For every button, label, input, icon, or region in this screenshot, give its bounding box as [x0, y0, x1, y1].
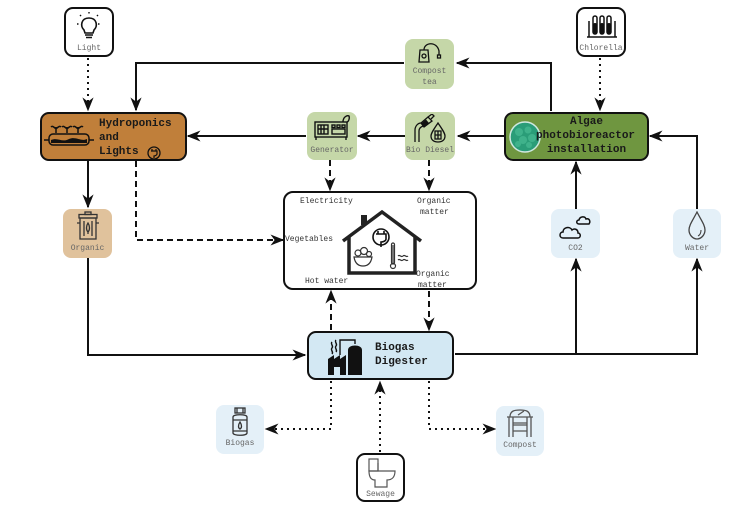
hydroponics-node[interactable]: Hydroponics and Lights — [40, 112, 187, 161]
sewage-node[interactable]: Sewage — [356, 453, 405, 502]
organic-matter-out-label-2: matter — [418, 281, 447, 290]
biogas-digester-title-1: Biogas — [375, 342, 415, 354]
edge-digester-water — [576, 257, 703, 355]
edge-digester-compost — [428, 381, 497, 435]
household-node[interactable]: Electricity Organic matter Vegetables Ho… — [283, 191, 477, 290]
algae-title-1: Algae — [569, 116, 603, 128]
algae-node[interactable]: Algae photobioreactor installation — [504, 112, 649, 161]
clouds-icon — [559, 216, 591, 239]
compost-node[interactable]: Compost — [496, 406, 544, 456]
light-node[interactable]: Light — [64, 7, 114, 57]
co2-label: CO2 — [568, 244, 583, 253]
tea-bag-icon — [418, 43, 442, 63]
edge-organic-digester — [87, 258, 307, 361]
organic-bin-icon — [77, 211, 99, 240]
biogas-digester-node[interactable]: Biogas Digester — [307, 331, 454, 380]
generator-node[interactable]: Generator — [307, 112, 357, 160]
organic-matter-out-label-1: Organic — [416, 270, 450, 279]
chlorella-label: Chlorella — [579, 44, 623, 53]
organic-matter-in-label-1: Organic — [417, 197, 451, 206]
biogas-node[interactable]: Biogas — [216, 405, 264, 454]
test-tubes-icon — [587, 15, 617, 38]
edge-water-algae — [648, 130, 698, 209]
light-label: Light — [76, 44, 101, 53]
biogas-digester-title-2: Digester — [375, 356, 428, 368]
edge-compost-tea-hydroponics — [130, 62, 404, 112]
digester-plant-icon — [328, 339, 362, 375]
compost-tea-node[interactable]: Compost tea — [405, 39, 454, 89]
water-label: Water — [684, 244, 709, 253]
sewage-label: Sewage — [366, 490, 395, 499]
organic-node[interactable]: Organic — [63, 209, 112, 258]
light-bulb-icon — [77, 12, 101, 39]
water-node[interactable]: Water — [673, 209, 721, 258]
fuel-nozzle-drop-icon — [414, 114, 446, 143]
electricity-label: Electricity — [300, 197, 353, 206]
plant-tray-icon — [44, 125, 94, 146]
biogas-label: Biogas — [225, 439, 255, 448]
edge-algae-compost-tea — [455, 57, 552, 111]
hot-water-label: Hot water — [305, 277, 349, 286]
vegetables-label: Vegetables — [285, 235, 334, 244]
house-icon — [341, 209, 423, 275]
compost-label: Compost — [503, 441, 537, 450]
compost-bin-icon — [507, 409, 533, 437]
compost-tea-label-1: Compost — [412, 67, 447, 76]
algae-cell-icon — [509, 121, 541, 153]
chlorella-node[interactable]: Chlorella — [576, 7, 626, 57]
edge-hydroponics-vegetables — [135, 161, 285, 246]
hydroponics-title-1: Hydroponics — [99, 118, 172, 130]
bio-diesel-label: Bio Diesel — [405, 146, 454, 155]
toilet-icon — [368, 458, 396, 488]
water-drop-icon — [688, 211, 706, 240]
co2-node[interactable]: CO2 — [551, 209, 600, 258]
organic-label: Organic — [70, 244, 105, 253]
compost-tea-label-2: tea — [422, 78, 437, 87]
gas-cylinder-icon — [232, 407, 248, 436]
plug-icon — [147, 146, 161, 160]
hydroponics-title-3: Lights — [99, 146, 139, 158]
generator-label: Generator — [310, 146, 354, 155]
organic-matter-in-label-2: matter — [420, 208, 449, 217]
bio-diesel-node[interactable]: Bio Diesel — [405, 112, 455, 160]
generator-icon — [314, 115, 350, 140]
algae-title-2: photobioreactor — [536, 130, 636, 142]
edge-digester-biogas — [264, 381, 332, 435]
algae-title-3: installation — [546, 144, 627, 156]
hydroponics-title-2: and — [99, 132, 119, 144]
